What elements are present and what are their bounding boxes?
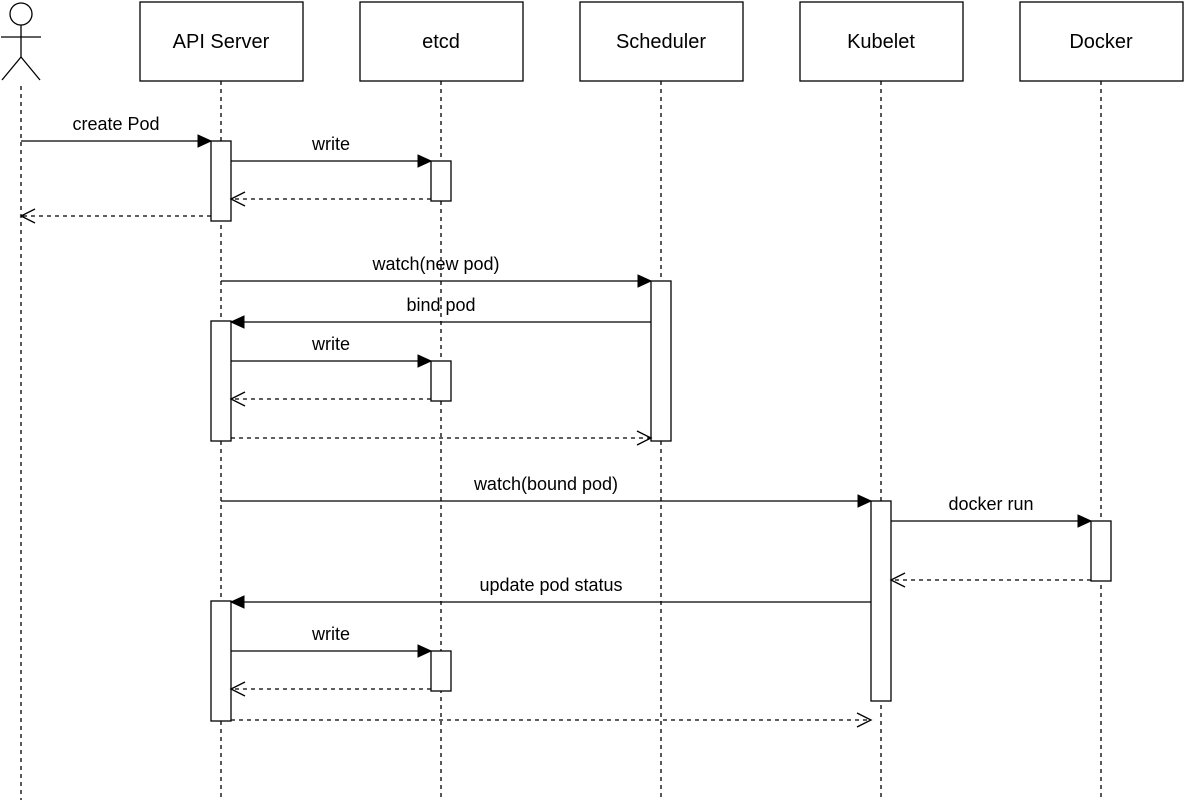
message-label: docker run	[948, 494, 1033, 514]
message-kubelet-to-api: update pod status	[229, 575, 871, 609]
message-label: write	[311, 134, 350, 154]
participant-label: API Server	[173, 31, 270, 53]
arrowhead-open	[229, 191, 246, 207]
message-etcd-to-api	[229, 391, 431, 407]
activation-bar-docker	[1090, 520, 1112, 582]
message-api-to-kubelet	[231, 712, 873, 728]
arrowhead-filled	[417, 644, 433, 658]
activation-bar-etcd	[430, 360, 452, 402]
activation-bar-scheduler	[650, 280, 672, 442]
message-api-to-kubelet: watch(bound pod)	[221, 474, 873, 508]
activation-bar-api	[210, 600, 232, 722]
participant-api: API Server	[139, 1, 304, 82]
activation-bar-api	[210, 320, 232, 442]
message-label: bind pod	[406, 295, 475, 315]
message-label: watch(bound pod)	[473, 474, 618, 494]
activation-bar-etcd	[430, 160, 452, 202]
message-kubelet-to-docker: docker run	[891, 494, 1093, 528]
arrowhead-open	[229, 681, 246, 697]
arrowhead-filled	[229, 315, 245, 329]
arrowhead-open	[19, 208, 36, 224]
arrowhead-open	[636, 430, 653, 446]
arrowhead-open	[229, 391, 246, 407]
message-etcd-to-api	[229, 681, 431, 697]
participant-docker: Docker	[1019, 1, 1184, 82]
arrowhead-open	[889, 572, 906, 588]
arrowhead-filled	[197, 134, 213, 148]
message-label: write	[311, 624, 350, 644]
activation-bar-api	[210, 140, 232, 222]
participant-etcd: etcd	[359, 1, 524, 82]
participant-label: Docker	[1069, 31, 1133, 53]
message-api-to-etcd: write	[231, 134, 433, 168]
message-label: create Pod	[72, 114, 159, 134]
message-api-to-scheduler	[231, 430, 653, 446]
message-api-to-user	[19, 208, 211, 224]
message-api-to-etcd: write	[231, 624, 433, 658]
arrowhead-filled	[417, 354, 433, 368]
message-label: write	[311, 334, 350, 354]
arrowhead-filled	[229, 595, 245, 609]
message-label: update pod status	[479, 575, 622, 595]
arrowhead-filled	[417, 154, 433, 168]
message-user-to-api: create Pod	[21, 114, 213, 148]
message-docker-to-kubelet	[889, 572, 1091, 588]
participant-kubelet: Kubelet	[799, 1, 964, 82]
arrowhead-filled	[1077, 514, 1093, 528]
participant-label: Kubelet	[847, 31, 915, 53]
message-scheduler-to-api: bind pod	[229, 295, 651, 329]
activation-bar-kubelet	[870, 500, 892, 702]
participant-label: etcd	[422, 31, 460, 53]
participant-scheduler: Scheduler	[579, 1, 744, 82]
message-etcd-to-api	[229, 191, 431, 207]
arrowhead-filled	[637, 274, 653, 288]
message-api-to-etcd: write	[231, 334, 433, 368]
arrowhead-filled	[857, 494, 873, 508]
activation-bar-etcd	[430, 650, 452, 692]
actor-user-icon	[1, 2, 41, 81]
message-api-to-scheduler: watch(new pod)	[221, 254, 653, 288]
arrowhead-open	[856, 712, 873, 728]
message-label: watch(new pod)	[371, 254, 499, 274]
participant-label: Scheduler	[616, 31, 706, 53]
